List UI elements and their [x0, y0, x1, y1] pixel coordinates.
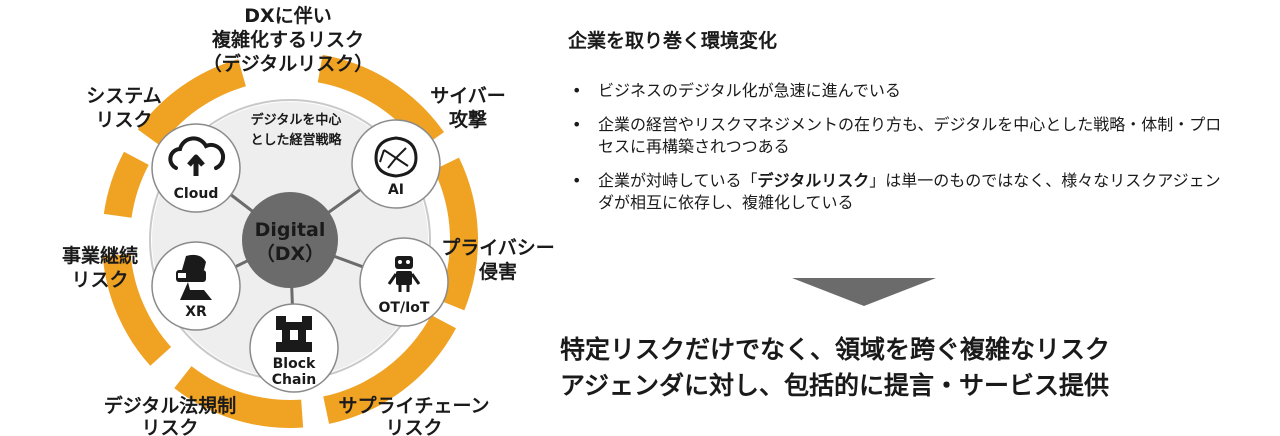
center-label-line2: （DX）: [256, 242, 324, 265]
ring-label-dx: DXに伴い複雑化するリスク（デジタルリスク）: [203, 4, 374, 75]
risk-ring: [102, 54, 478, 428]
hub-label: XR: [185, 304, 207, 320]
hub-label: Chain: [272, 372, 316, 388]
bullet-item: • 企業が対峙している「デジタルリスク」は単一のものではなく、様々なリスクアジェ…: [568, 170, 1228, 214]
cloud-upload-icon: [168, 136, 226, 176]
hub-circle: [351, 119, 441, 209]
ring-labels: DXに伴い複雑化するリスク（デジタルリスク） サイバー攻撃プライバシー侵害サプライ…: [62, 4, 555, 436]
bullet-text: 企業の経営やリスクマネジメントの在り方も、デジタルを中心とした戦略・体制・プロセ…: [598, 115, 1222, 156]
inner-caption-line2: とした経営戦略: [250, 132, 342, 148]
bullet-dot: •: [572, 81, 582, 100]
bullet-text-emphasis: デジタルリスク: [757, 171, 870, 190]
bullet-text-post: 」は単一のものではなく、様々なリスクアジェンダが相互に依存し、複雑化している: [598, 171, 1221, 212]
inner-caption-line1: デジタルを中心: [251, 112, 342, 128]
brain-network-icon: [374, 136, 418, 178]
hub-ai: AI: [351, 119, 441, 209]
ring-label-system: システムリスク: [86, 85, 161, 131]
bullet-text: ビジネスのデジタル化が急速に進んでいる: [598, 81, 901, 100]
ring-label-privacy: プライバシー侵害: [441, 236, 555, 283]
ring-segment: [102, 253, 172, 366]
hub-xr: XR: [151, 241, 241, 331]
blockchain-icon: [276, 316, 312, 352]
ring-segment: [103, 151, 149, 218]
bullet-list: • ビジネスのデジタル化が急速に進んでいる • 企業の経営やリスクマネジメントの…: [568, 80, 1228, 226]
conclusion-line2: アジェンダに対し、包括的に提言・サービス提供: [560, 371, 1110, 400]
ring-label-cyber: サイバー攻撃: [430, 85, 506, 131]
vr-headset-icon: [176, 254, 212, 300]
bullet-dot: •: [572, 115, 582, 134]
ring-segment: [141, 61, 241, 142]
conclusion-line1: 特定リスクだけでなく、領域を跨ぐ複雑なリスク: [560, 335, 1111, 364]
ring-label-bcp: 事業継続リスク: [62, 244, 138, 291]
bullet-text-pre: 企業が対峙している「: [598, 171, 758, 190]
hub-label: AI: [388, 182, 404, 198]
bullet-item: • ビジネスのデジタル化が急速に進んでいる: [568, 80, 1228, 102]
environment-panel: 企業を取り巻く環境変化 • ビジネスのデジタル化が急速に進んでいる • 企業の経…: [560, 0, 1260, 436]
center-label-line1: Digital: [255, 219, 326, 241]
section-title: 企業を取り巻く環境変化: [568, 30, 778, 52]
ring-segment: [323, 315, 456, 424]
ring-segment: [433, 157, 478, 311]
bullet-item: • 企業の経営やリスクマネジメントの在り方も、デジタルを中心とした戦略・体制・プ…: [568, 114, 1228, 158]
hub-label: Block: [273, 356, 316, 372]
hub-circle: [151, 241, 241, 331]
bullet-dot: •: [572, 171, 582, 190]
ring-label-supply: サプライチェーンリスク: [338, 394, 489, 436]
conclusion-text: 特定リスクだけでなく、領域を跨ぐ複雑なリスク アジェンダに対し、包括的に提言・サ…: [560, 332, 1220, 404]
center-circle: [242, 192, 338, 288]
hub-ot-iot: OT/IoT: [359, 237, 449, 327]
hub-label: OT/IoT: [379, 300, 430, 316]
hub-label: Cloud: [174, 186, 219, 202]
arrow-down-icon: [792, 278, 936, 306]
ring-segment: [174, 366, 304, 428]
digital-risk-diagram: Digital （DX） デジタルを中心 とした経営戦略 Cloud AI OT/I…: [62, 4, 555, 436]
robot-icon: [387, 256, 421, 292]
ring-label-law: デジタル法規制リスク: [104, 394, 237, 436]
hub-cloud: Cloud: [151, 123, 241, 213]
